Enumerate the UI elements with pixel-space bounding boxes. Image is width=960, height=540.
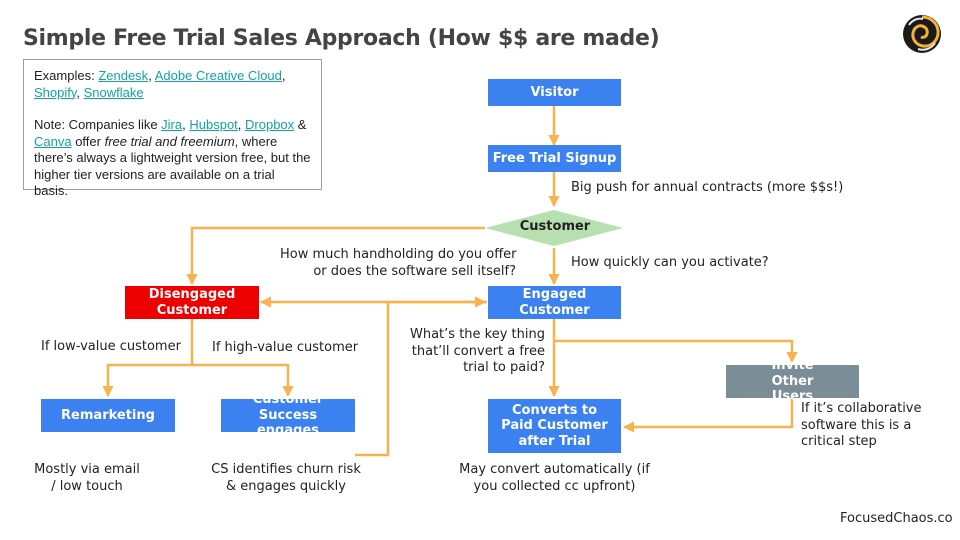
link-jira[interactable]: Jira [161, 117, 183, 132]
link-shopify[interactable]: Shopify [34, 84, 77, 100]
label-handholding-line1: How much handholding do you offer [280, 247, 517, 262]
note-suffix: , where there’s always a lightweight ver… [34, 133, 311, 199]
node-remarketing: Remarketing [41, 399, 175, 432]
link-dropbox[interactable]: Dropbox [245, 117, 295, 132]
label-collaborative: If it’s collaborative software this is a… [801, 401, 922, 451]
label-churn-risk: CS identifies churn risk & engages quick… [196, 462, 376, 495]
label-key-thing-line1: What’s the key thing [410, 327, 545, 342]
examples-prefix: Examples: [34, 68, 99, 83]
label-email-line1: Mostly via email [34, 462, 140, 477]
label-churn-line2: & engages quickly [226, 478, 346, 494]
label-high-value: If high-value customer [212, 340, 359, 355]
note-offer: offer [71, 133, 105, 149]
link-hubspot[interactable]: Hubspot [189, 117, 238, 132]
node-disengaged-customer: Disengaged Customer [125, 286, 259, 319]
label-activate: How quickly can you activate? [571, 255, 769, 270]
customer-decision-diamond [485, 210, 623, 246]
label-collab-line2: software this is a [801, 417, 912, 433]
page-title: Simple Free Trial Sales Approach (How $$… [23, 26, 660, 51]
footer-brand: FocusedChaos.co [840, 511, 953, 526]
node-customer: Customer [519, 219, 591, 234]
label-key-thing-line2: that’ll convert a free [411, 343, 545, 359]
arrow-invite-to-converts [622, 397, 794, 433]
label-email-line2: / low touch [51, 478, 123, 494]
link-canva[interactable]: Canva [34, 133, 72, 149]
node-visitor: Visitor [488, 79, 621, 106]
node-converts-to-paid: Converts to Paid Customer after Trial [488, 399, 621, 453]
node-invite-other-users: Invite Other Users [726, 358, 859, 404]
arrow-disengaged-to-remarketing [102, 318, 194, 398]
label-collab-line1: If it’s collaborative [801, 401, 922, 416]
node-free-trial-signup: Free Trial Signup [488, 145, 621, 172]
label-via-email: Mostly via email / low touch [22, 462, 152, 495]
link-snowflake[interactable]: Snowflake [83, 84, 144, 100]
label-key-thing: What’s the key thing that’ll convert a f… [400, 327, 545, 377]
label-key-thing-line3: trial to paid? [463, 360, 545, 375]
note-italic: free trial and freemium [104, 133, 235, 149]
spiral-logo-icon [903, 15, 941, 53]
label-low-value: If low-value customer [41, 339, 181, 354]
arrow-cs-to-engaged [355, 296, 487, 457]
link-adobe-creative-cloud[interactable]: Adobe Creative Cloud [154, 68, 282, 83]
label-auto-line2: you collected cc upfront) [473, 478, 636, 494]
note-paragraph: Note: Companies like Jira, Hubspot, Drop… [34, 117, 311, 199]
node-customer-success-engages: Customer Success engages [221, 392, 355, 438]
arrow-customer-to-disengaged [186, 226, 485, 286]
label-annual-push: Big push for annual contracts (more $$s!… [571, 180, 844, 195]
label-auto-line1: May convert automatically (if [459, 462, 650, 477]
label-collab-line3: critical step [801, 434, 877, 449]
label-handholding: How much handholding do you offer or doe… [280, 247, 517, 280]
label-handholding-line2: or does the software sell itself? [313, 263, 516, 279]
examples-note-box: Examples: Zendesk, Adobe Creative Cloud,… [23, 59, 322, 198]
link-zendesk[interactable]: Zendesk [98, 68, 149, 83]
examples-paragraph: Examples: Zendesk, Adobe Creative Cloud,… [34, 68, 286, 100]
label-churn-line1: CS identifies churn risk [211, 462, 361, 477]
note-prefix: Note: Companies like [34, 117, 162, 132]
node-engaged-customer: Engaged Customer [488, 286, 621, 319]
label-convert-automatically: May convert automatically (if you collec… [452, 462, 657, 495]
arrow-engaged-to-invite [554, 339, 798, 364]
arrow-disengaged-to-cs [192, 363, 294, 398]
